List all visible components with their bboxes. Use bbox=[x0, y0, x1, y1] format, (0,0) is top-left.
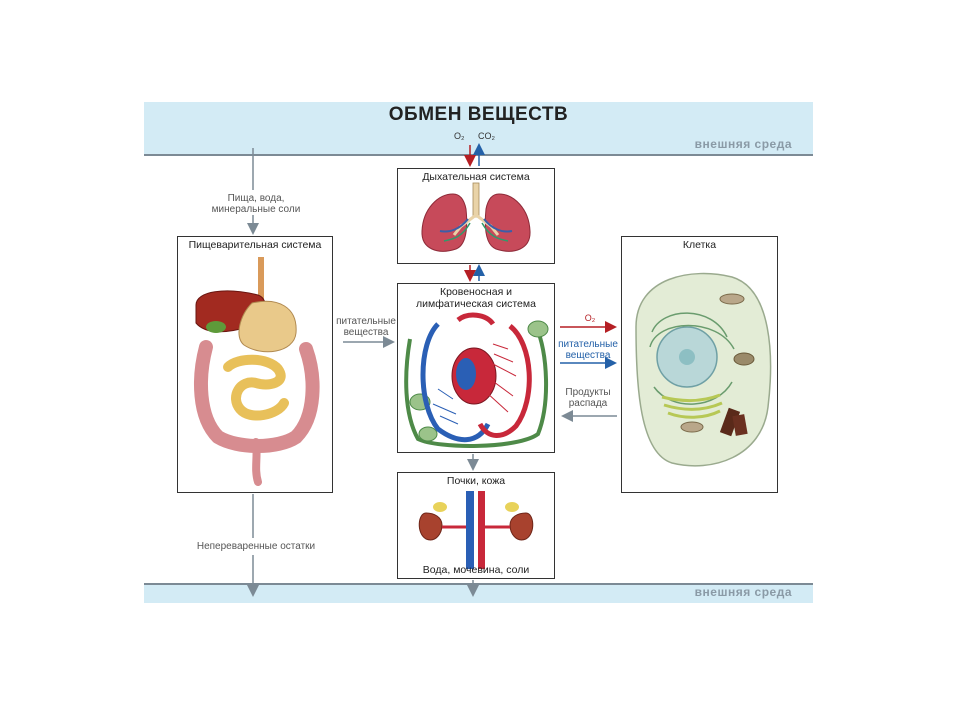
cell-illustration bbox=[635, 272, 772, 467]
excretory-system-box: Почки, кожа Вода, мочевина, соли bbox=[397, 472, 555, 579]
nutrients-to-blood-label: питательные вещества bbox=[336, 316, 396, 338]
excretory-system-title: Почки, кожа bbox=[446, 475, 506, 487]
undigested-residue-label: Непереваренные остатки bbox=[196, 541, 316, 552]
excretion-output-label: Вода, мочевина, соли bbox=[422, 564, 530, 576]
respiratory-system-box: Дыхательная система bbox=[397, 168, 555, 264]
cell-box: Клетка bbox=[621, 236, 778, 493]
food-input-label: Пища, вода, минеральные соли bbox=[211, 193, 301, 215]
environment-divider-bottom bbox=[144, 583, 813, 585]
digestive-illustration bbox=[194, 257, 320, 486]
decay-products-label: Продукты распада bbox=[565, 387, 611, 409]
circulatory-system-title: Кровеносная и лимфатическая система bbox=[416, 286, 536, 310]
lungs-illustration bbox=[421, 182, 531, 252]
o2-label-top: O₂ bbox=[454, 131, 465, 141]
co2-label-top: CO₂ bbox=[478, 131, 495, 141]
cell-title: Клетка bbox=[682, 239, 717, 251]
respiratory-system-title: Дыхательная система bbox=[422, 171, 530, 183]
nutrients-to-cell-label: питательные вещества bbox=[558, 339, 618, 361]
circulatory-illustration bbox=[404, 312, 549, 448]
external-environment-label-bottom: внешняя среда bbox=[694, 585, 792, 599]
circulatory-system-box: Кровеносная и лимфатическая система bbox=[397, 283, 555, 453]
digestive-system-box: Пищеварительная система bbox=[177, 236, 333, 493]
kidneys-illustration bbox=[418, 491, 534, 569]
digestive-system-title: Пищеварительная система bbox=[188, 239, 322, 251]
o2-to-cell-label: O₂ bbox=[584, 313, 596, 323]
diagram-title: ОБМЕН ВЕЩЕСТВ bbox=[388, 104, 569, 125]
external-environment-label-top: внешняя среда bbox=[694, 137, 792, 151]
